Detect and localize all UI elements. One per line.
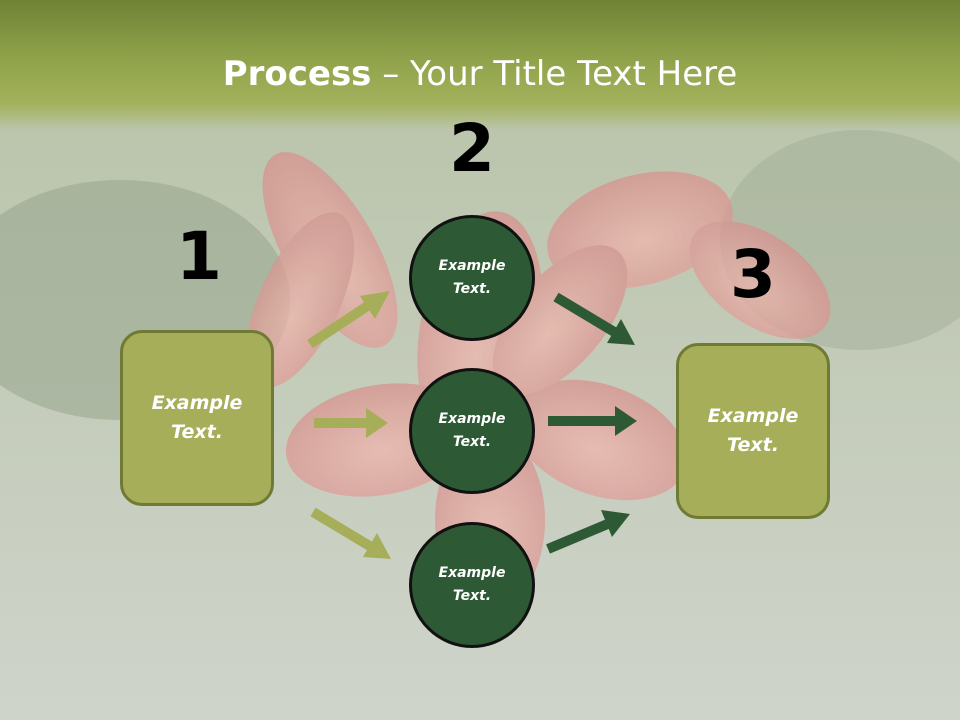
step-3-text: Example Text. — [707, 405, 799, 456]
arrow-light-down — [310, 507, 391, 559]
arrow-light-right — [314, 408, 388, 438]
arrow-dark-up — [546, 510, 630, 554]
title-bold: Process — [222, 54, 372, 94]
circle-top-text: Example Text. — [438, 258, 506, 297]
circle-bottom-text: Example Text. — [438, 565, 506, 604]
circle-middle-text: Example Text. — [438, 411, 506, 450]
circle-bottom[interactable]: Example Text. — [409, 522, 535, 648]
step-number-3: 3 — [730, 236, 776, 313]
title-bar — [0, 0, 960, 130]
arrow-light-up — [307, 291, 390, 349]
arrow-dark-right — [548, 406, 637, 436]
circle-top[interactable]: Example Text. — [409, 215, 535, 341]
step-number-2: 2 — [449, 110, 495, 187]
step-1-text: Example Text. — [151, 392, 243, 443]
slide-title: Process – Your Title Text Here — [0, 52, 960, 96]
arrow-dark-down — [553, 292, 635, 345]
step-1-box[interactable]: Example Text. — [120, 330, 274, 506]
step-number-1: 1 — [176, 218, 222, 295]
circle-middle[interactable]: Example Text. — [409, 368, 535, 494]
step-3-box[interactable]: Example Text. — [676, 343, 830, 519]
title-rest: – Your Title Text Here — [371, 54, 738, 94]
